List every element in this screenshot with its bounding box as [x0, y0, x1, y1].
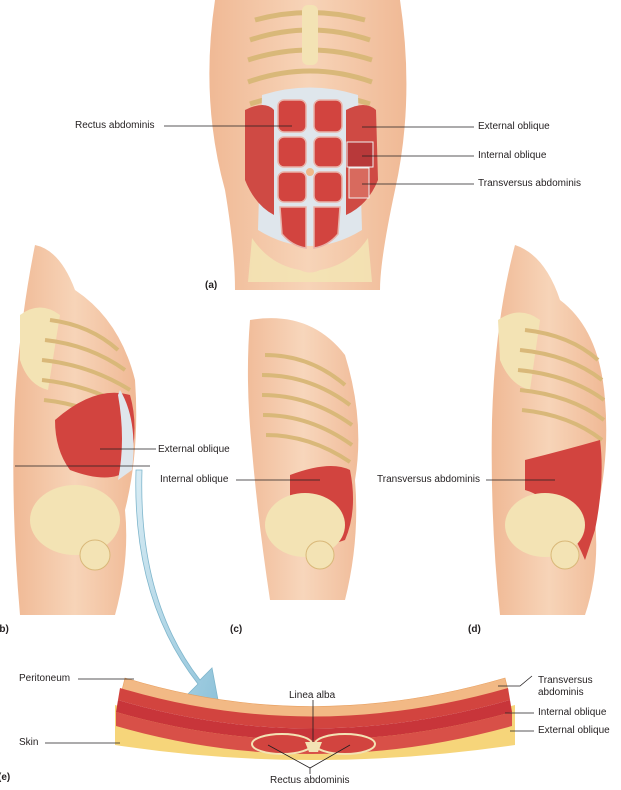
panel-e-cross-section [45, 675, 534, 774]
panel-label-a: (a) [205, 280, 218, 291]
panel-label-b: (b) [0, 624, 9, 635]
label-internal-oblique-c: Internal oblique [160, 474, 229, 485]
label-external-oblique-e: External oblique [538, 725, 610, 736]
label-skin: Skin [19, 737, 39, 748]
panel-a-anterior-torso [164, 0, 474, 290]
label-rectus-abdominis-a: Rectus abdominis [75, 120, 155, 131]
panel-label-e: (e) [0, 772, 11, 783]
panel-c-lateral-internal-oblique [236, 318, 359, 600]
label-linea-alba: Linea alba [289, 690, 336, 701]
external-oblique-muscle-b [55, 392, 135, 478]
panel-label-c: (c) [230, 624, 243, 635]
rectus-abdominis-left-e [251, 733, 313, 755]
rectus-abdominis-muscle-a [277, 99, 343, 249]
panel-d-lateral-transversus [486, 245, 607, 615]
panel-label-d: (d) [468, 624, 481, 635]
panel-b-lateral-external-oblique [13, 245, 156, 615]
label-transversus-abdominis-d: Transversus abdominis [377, 474, 481, 485]
label-internal-oblique-a: Internal oblique [478, 150, 547, 161]
label-internal-oblique-e: Internal oblique [538, 707, 607, 718]
label-transversus-e-line2: abdominis [538, 687, 584, 698]
label-peritoneum: Peritoneum [19, 673, 71, 684]
cross-section-arrow [135, 469, 219, 701]
label-external-oblique-a: External oblique [478, 121, 550, 132]
rectus-abdominis-right-e [314, 733, 376, 755]
label-transversus-e-line1: Transversus [538, 675, 593, 686]
label-transversus-abdominis-a: Transversus abdominis [478, 178, 582, 189]
leader-lines-e [45, 675, 534, 774]
label-external-oblique-b: External oblique [158, 444, 230, 455]
leader-lines-a [164, 125, 474, 185]
label-rectus-abdominis-e: Rectus abdominis [270, 775, 350, 786]
